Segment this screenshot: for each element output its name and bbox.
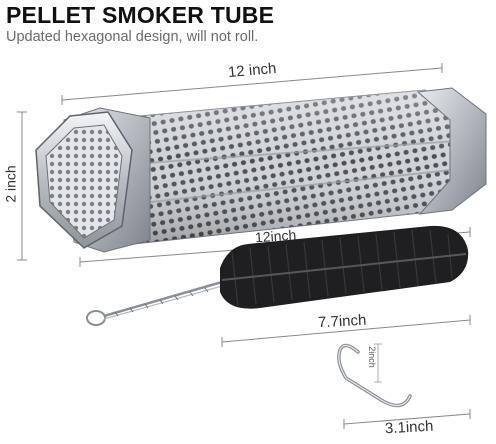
- dimension-line-hook-width: [343, 409, 471, 429]
- smoker-tube: [35, 87, 487, 253]
- s-hook: [337, 343, 412, 408]
- dimension-line-hook-height: [374, 343, 382, 383]
- tube-height-label: 2 inch: [2, 165, 19, 203]
- hook-width-label: 3.1inch: [384, 417, 434, 438]
- hook-height-label: 2inch: [366, 346, 377, 368]
- cleaning-brush: [86, 225, 469, 326]
- product-title: PELLET SMOKER TUBE: [6, 2, 275, 28]
- dimension-line-top: [61, 63, 443, 105]
- product-subtitle: Updated hexagonal design, will not roll.: [6, 29, 259, 45]
- dimension-line-left: [17, 111, 27, 261]
- dimension-line-brush: [221, 315, 471, 347]
- brush-length-label: 7.7inch: [317, 311, 367, 332]
- tube-length-middle-label: 12inch: [254, 226, 297, 246]
